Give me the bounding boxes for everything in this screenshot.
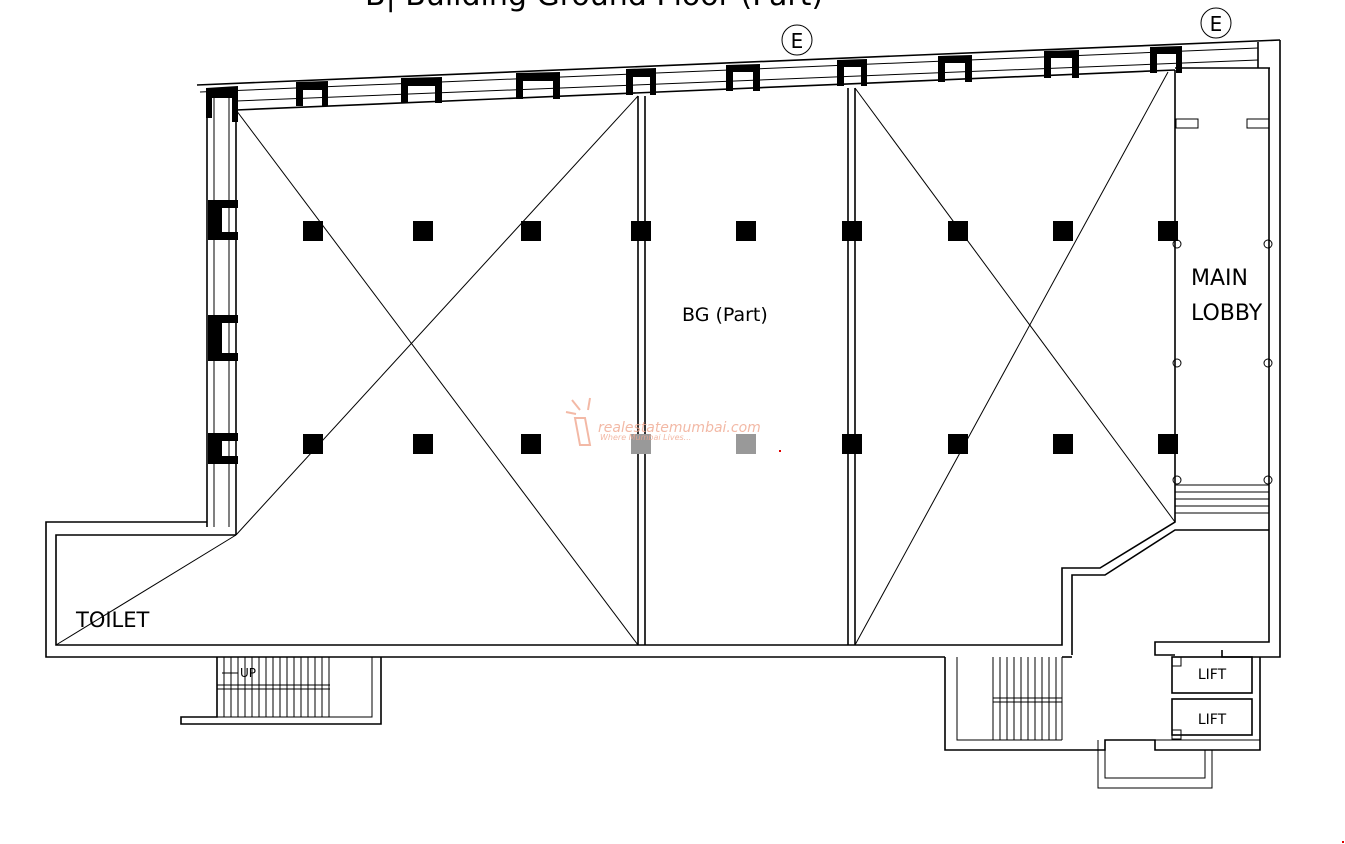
partition-walls bbox=[637, 88, 856, 645]
stair-treads bbox=[223, 657, 330, 717]
stair-up-label: UP bbox=[240, 666, 256, 680]
facade-piers bbox=[206, 46, 1182, 122]
outer-walls bbox=[45, 40, 1281, 658]
red-dot bbox=[1342, 841, 1344, 843]
section-marker-e-1: E bbox=[781, 24, 813, 56]
left-facade-wall bbox=[206, 88, 238, 535]
section-marker-e-2: E bbox=[1200, 7, 1232, 39]
left-staircase: UP bbox=[180, 657, 382, 725]
right-staircase bbox=[944, 657, 1261, 789]
main-lobby-label-line1: MAIN bbox=[1191, 266, 1248, 291]
watermark: realestatemumbai.com Where Mumbai Lives.… bbox=[565, 397, 761, 446]
main-lobby-label-line2: LOBBY bbox=[1191, 301, 1263, 326]
plan-title: B| Building Ground Floor (Part) bbox=[365, 0, 823, 13]
toilet-label: TOILET bbox=[75, 608, 150, 632]
lift-core: LIFT LIFT bbox=[1155, 656, 1260, 741]
main-lobby-details bbox=[1172, 118, 1273, 514]
void-cross-lines bbox=[55, 71, 1176, 646]
red-dot bbox=[779, 450, 781, 452]
section-marker-label: E bbox=[1210, 12, 1223, 36]
watermark-brand: realestatemumbai.com bbox=[598, 420, 761, 436]
structural-columns bbox=[303, 221, 1178, 454]
watermark-tagline: Where Mumbai Lives... bbox=[600, 433, 691, 442]
hall-label: BG (Part) bbox=[682, 304, 768, 326]
section-marker-label: E bbox=[791, 29, 804, 53]
lift-label: LIFT bbox=[1198, 667, 1227, 683]
top-facade-wall bbox=[196, 39, 1281, 111]
lift-label: LIFT bbox=[1198, 712, 1227, 728]
